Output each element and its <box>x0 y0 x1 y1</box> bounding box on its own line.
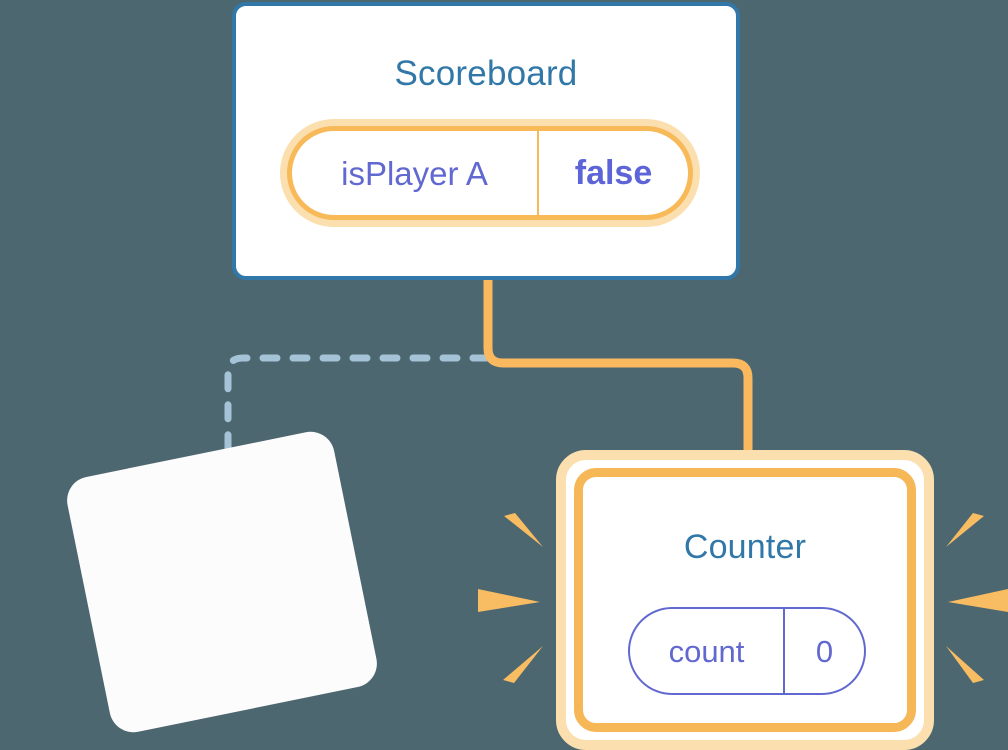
ghost-card[interactable] <box>62 427 382 737</box>
scoreboard-prop-pill[interactable]: isPlayer A false <box>280 119 700 227</box>
scoreboard-card-title: Scoreboard <box>394 54 578 93</box>
scoreboard-prop-pill-body: isPlayer A false <box>287 126 693 220</box>
counter-card[interactable]: Counter count 0 <box>574 468 916 732</box>
counter-prop-value: 0 <box>815 633 834 669</box>
scoreboard-prop-key: isPlayer A <box>292 131 539 215</box>
scoreboard-prop-value: false <box>574 154 653 192</box>
connector-scoreboard-to-counter <box>483 275 753 475</box>
counter-prop-pill[interactable]: count 0 <box>628 607 866 695</box>
counter-card-highlight: Counter count 0 <box>556 450 934 750</box>
counter-card-title: Counter <box>683 528 807 566</box>
counter-prop-key: count <box>630 609 785 693</box>
scoreboard-card[interactable]: Scoreboard isPlayer A false <box>232 2 740 280</box>
connector-scoreboard-to-ghost <box>224 354 491 474</box>
